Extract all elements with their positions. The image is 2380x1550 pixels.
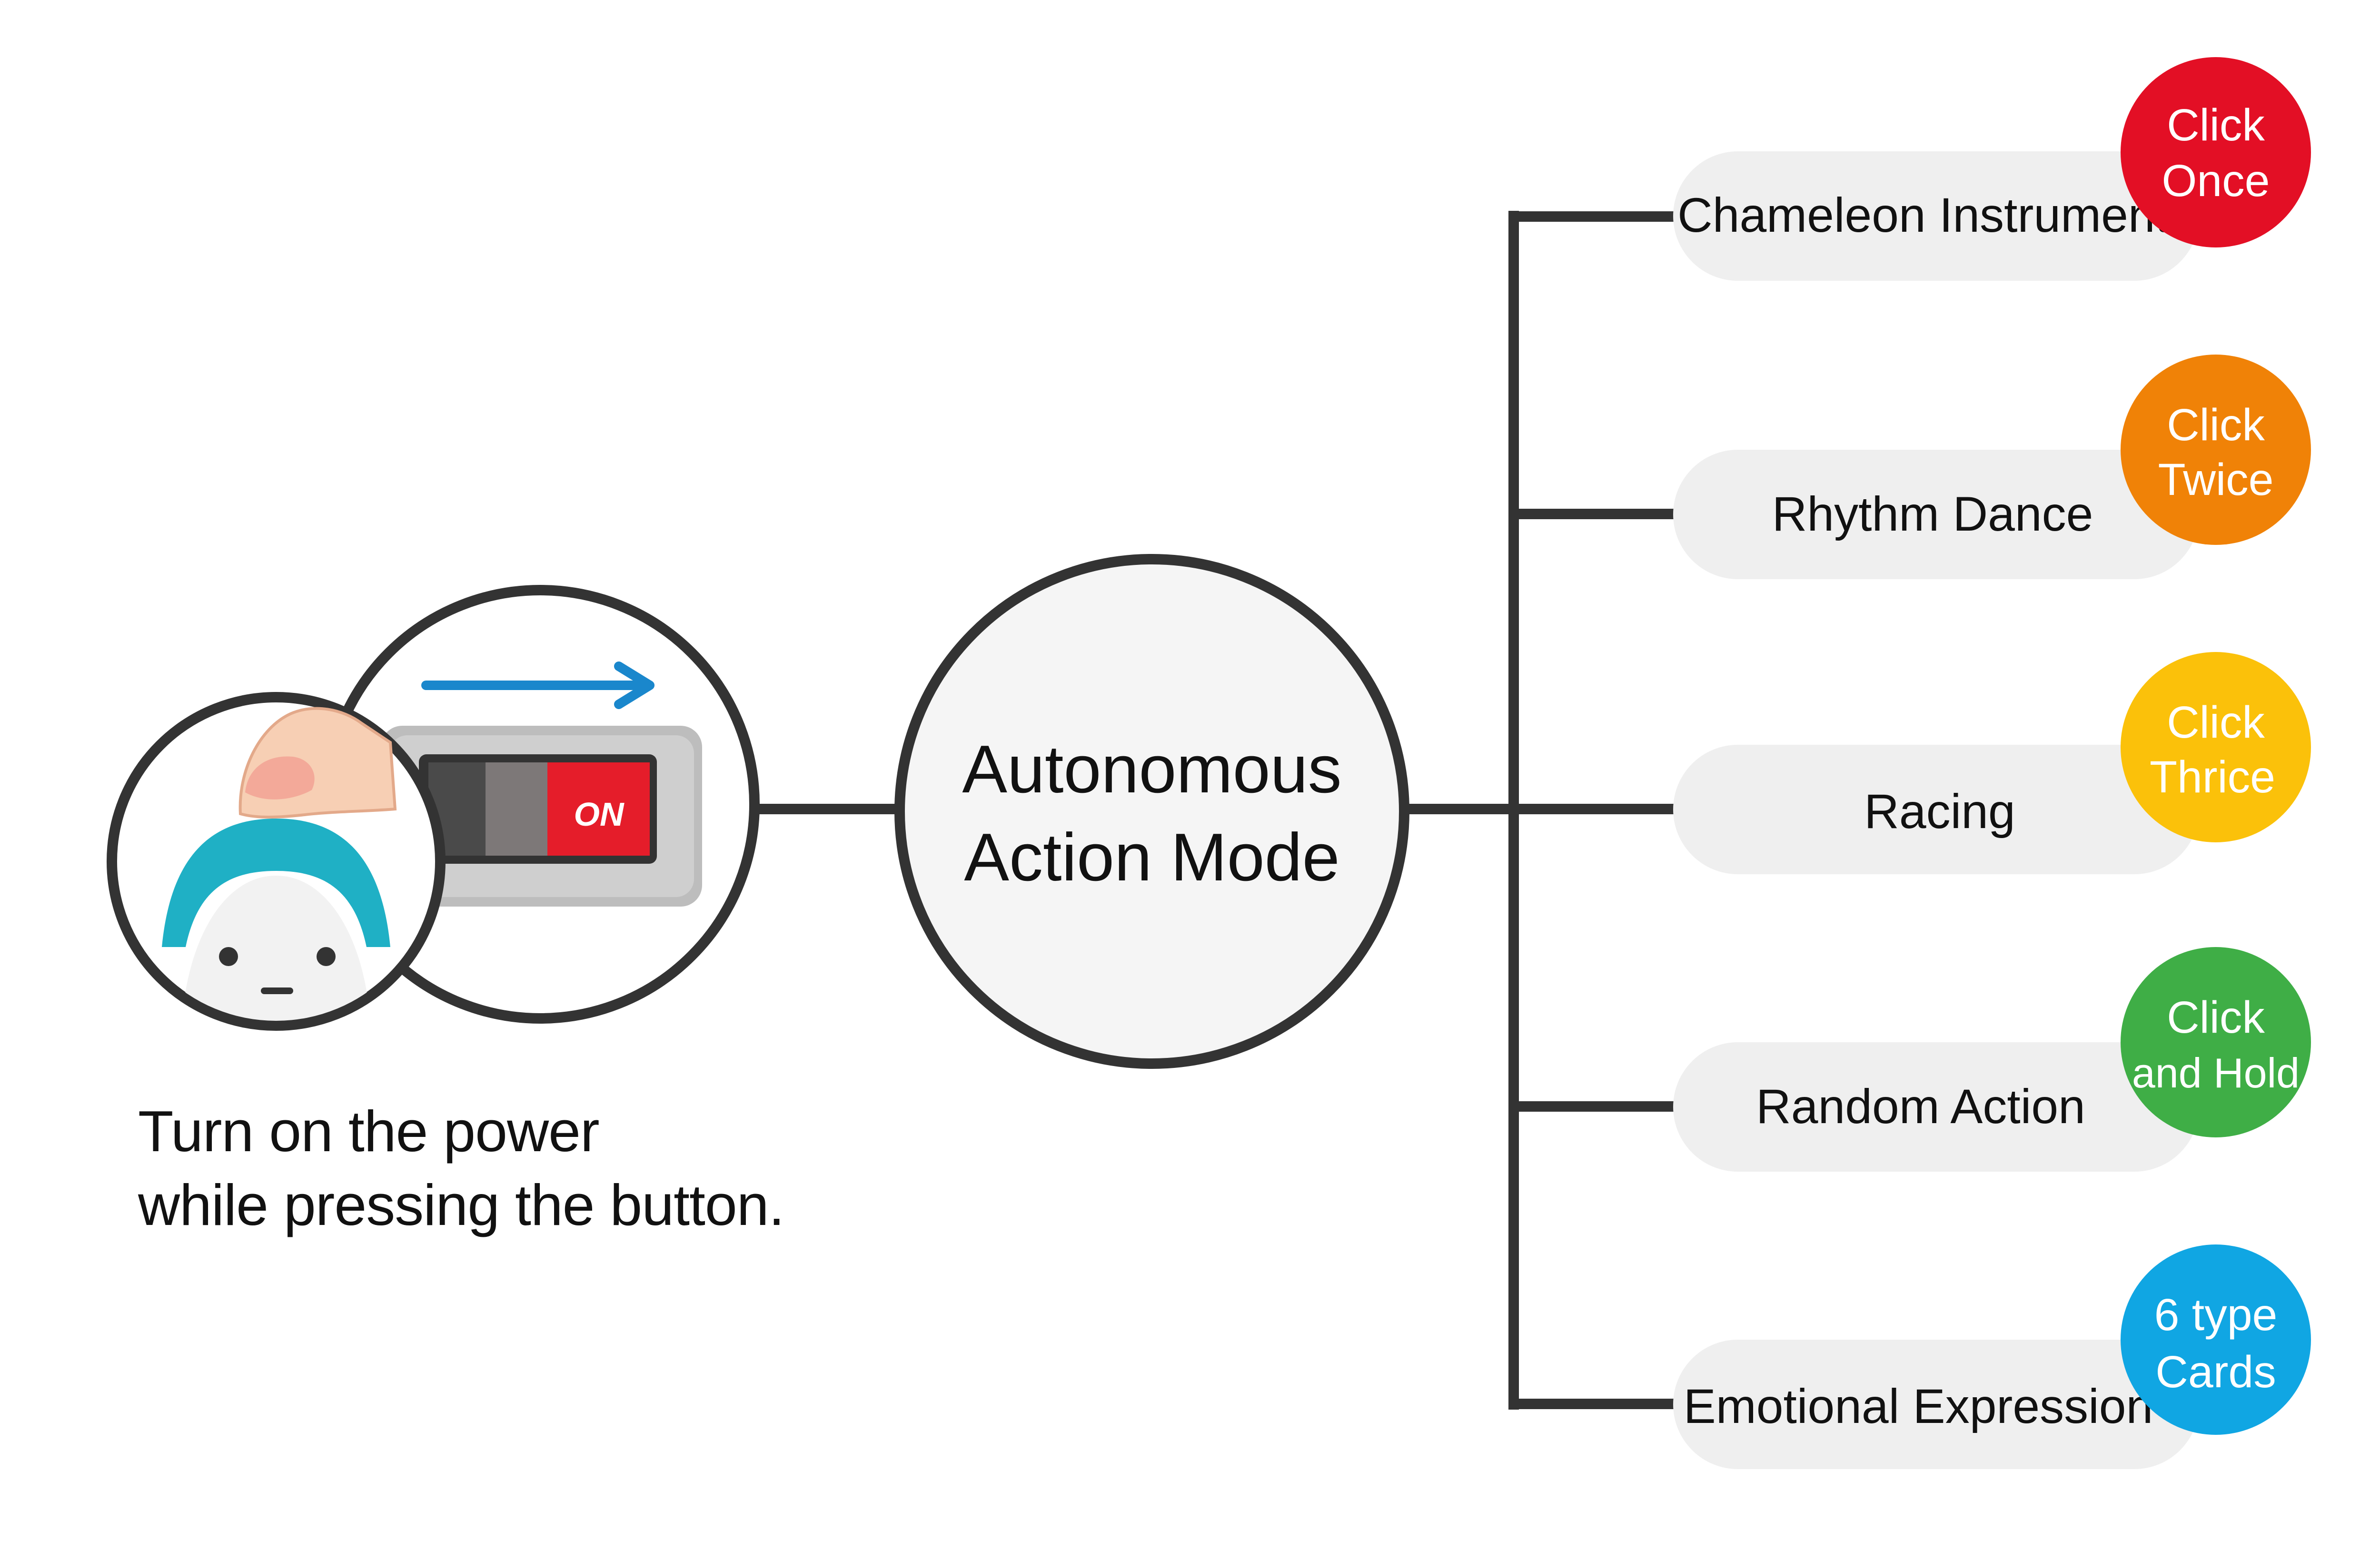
robot-eye-left-icon bbox=[219, 947, 238, 966]
mode-item-random-action: Random Action Click and Hold bbox=[1673, 947, 2311, 1172]
center-title-line2: Action Mode bbox=[964, 819, 1339, 895]
instruction-caption: Turn on the power while pressing the but… bbox=[138, 1095, 947, 1242]
badge-line2: and Hold bbox=[2132, 1049, 2300, 1096]
mode-pill bbox=[1673, 745, 2199, 874]
center-node: Autonomous Action Mode bbox=[894, 554, 1409, 1069]
mode-item-racing: Racing Click Thrice bbox=[1673, 652, 2311, 874]
connector-lines bbox=[757, 211, 1676, 1410]
instruction-line2: while pressing the button. bbox=[138, 1173, 785, 1237]
mode-item-emotional-expression: Emotional Expression 6 type Cards bbox=[1673, 1244, 2311, 1469]
mode-label: Chameleon Instrument bbox=[1677, 188, 2169, 242]
robot-face bbox=[181, 876, 371, 1021]
center-circle bbox=[894, 554, 1409, 1069]
mode-pill bbox=[1673, 1340, 2199, 1469]
mode-label: Random Action bbox=[1756, 1079, 2085, 1134]
badge-circle bbox=[2121, 57, 2311, 247]
robot-illustration bbox=[107, 692, 446, 1031]
badge-circle bbox=[2121, 1244, 2311, 1435]
mode-pill bbox=[1673, 1042, 2199, 1172]
mode-item-rhythm-dance: Rhythm Dance Click Twice bbox=[1673, 355, 2311, 579]
power-switch-illustration: ON bbox=[321, 585, 760, 1024]
badge-line1: 6 type bbox=[2154, 1290, 2278, 1340]
switch-on-segment bbox=[547, 762, 650, 856]
robot-mouth-icon bbox=[261, 987, 293, 994]
mode-label: Rhythm Dance bbox=[1772, 487, 2093, 541]
badge-line2: Twice bbox=[2158, 454, 2274, 505]
badge-line1: Click bbox=[2167, 100, 2265, 150]
fingernail-icon bbox=[245, 756, 315, 800]
mode-label: Racing bbox=[1864, 784, 2015, 839]
robot-head-icon bbox=[162, 819, 390, 947]
mode-pill bbox=[1673, 151, 2199, 281]
badge-circle bbox=[2121, 652, 2311, 842]
direction-arrow-head bbox=[614, 661, 654, 709]
mode-item-chameleon-instrument: Chameleon Instrument Click Once bbox=[1673, 57, 2311, 281]
switch-on-label: ON bbox=[574, 796, 625, 833]
center-title-line1: Autonomous bbox=[962, 731, 1341, 807]
badge-line1: Click bbox=[2167, 400, 2265, 450]
mode-list: Chameleon Instrument Click Once Rhythm D… bbox=[1673, 57, 2311, 1469]
badge-circle bbox=[2121, 355, 2311, 545]
badge-line2: Cards bbox=[2155, 1347, 2276, 1397]
mode-pill bbox=[1673, 450, 2199, 579]
mode-label: Emotional Expression bbox=[1684, 1379, 2153, 1433]
instruction-line1: Turn on the power bbox=[138, 1099, 600, 1164]
badge-line1: Click bbox=[2167, 697, 2265, 748]
switch-segment-mid bbox=[486, 762, 547, 856]
badge-line1: Click bbox=[2167, 992, 2265, 1043]
badge-circle bbox=[2121, 947, 2311, 1137]
badge-line2: Thrice bbox=[2150, 752, 2275, 802]
robot-eye-right-icon bbox=[317, 947, 336, 966]
badge-line2: Once bbox=[2162, 156, 2270, 206]
